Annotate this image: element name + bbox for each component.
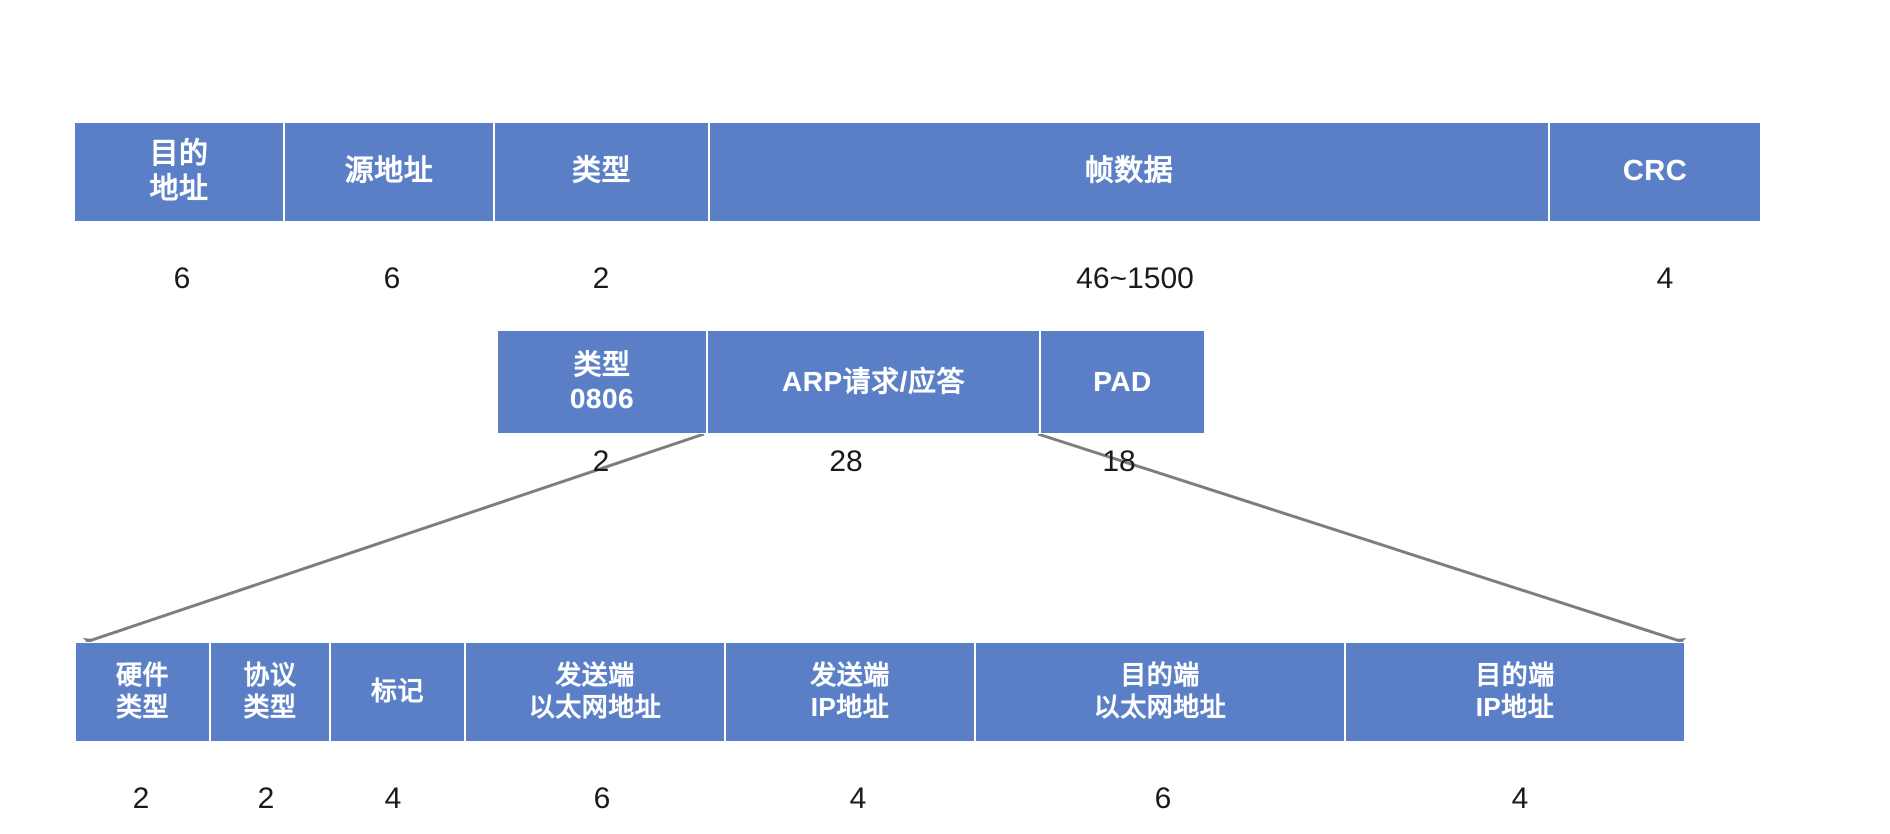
field-label: 类型 0806	[569, 348, 635, 414]
size-source-address: 6	[383, 262, 401, 295]
size-sender-ip-address: 4	[849, 782, 867, 815]
field-source-address[interactable]: 源地址	[284, 122, 494, 222]
field-protocol-type[interactable]: 协议 类型	[210, 642, 330, 742]
field-destination-address[interactable]: 目的 地址	[74, 122, 284, 222]
size-type-0806: 2	[592, 445, 610, 478]
field-pad[interactable]: PAD	[1040, 330, 1205, 434]
size-frame-data: 46~1500	[1076, 262, 1194, 295]
size-target-ethernet-address: 6	[1154, 782, 1172, 815]
field-label: 发送端 以太网地址	[528, 660, 662, 722]
field-label: 源地址	[344, 155, 434, 188]
field-label: 目的端 以太网地址	[1093, 660, 1227, 722]
field-sender-ethernet-address[interactable]: 发送端 以太网地址	[465, 642, 725, 742]
field-target-ethernet-address[interactable]: 目的端 以太网地址	[975, 642, 1345, 742]
field-label: 类型	[571, 155, 631, 188]
field-label: 硬件 类型	[115, 660, 169, 722]
field-sender-ip-address[interactable]: 发送端 IP地址	[725, 642, 975, 742]
size-marker: 4	[384, 782, 402, 815]
field-label: ARP请求/应答	[782, 365, 965, 397]
size-type: 2	[592, 262, 610, 295]
field-label: 帧数据	[1084, 155, 1174, 188]
field-label: 发送端 IP地址	[810, 660, 890, 722]
field-label: PAD	[1093, 365, 1152, 397]
size-hardware-type: 2	[132, 782, 150, 815]
field-marker[interactable]: 标记	[330, 642, 465, 742]
size-protocol-type: 2	[257, 782, 275, 815]
field-label: 标记	[370, 676, 424, 707]
field-label: 目的 地址	[149, 137, 209, 205]
size-target-ip-address: 4	[1511, 782, 1529, 815]
size-sender-ethernet-address: 6	[593, 782, 611, 815]
field-type-0806[interactable]: 类型 0806	[497, 330, 707, 434]
field-hardware-type[interactable]: 硬件 类型	[75, 642, 210, 742]
field-target-ip-address[interactable]: 目的端 IP地址	[1345, 642, 1685, 742]
field-label: 协议 类型	[243, 660, 297, 722]
field-type[interactable]: 类型	[494, 122, 709, 222]
size-crc: 4	[1656, 262, 1674, 295]
field-label: 目的端 IP地址	[1475, 660, 1555, 722]
arp-expand-left-connector	[82, 432, 705, 648]
size-destination-address: 6	[173, 262, 191, 295]
field-arp-request-reply[interactable]: ARP请求/应答	[707, 330, 1040, 434]
field-label: CRC	[1622, 155, 1688, 188]
size-pad: 18	[1102, 445, 1136, 478]
size-arp-request-reply: 28	[829, 445, 863, 478]
field-frame-data[interactable]: 帧数据	[709, 122, 1549, 222]
field-crc[interactable]: CRC	[1549, 122, 1761, 222]
